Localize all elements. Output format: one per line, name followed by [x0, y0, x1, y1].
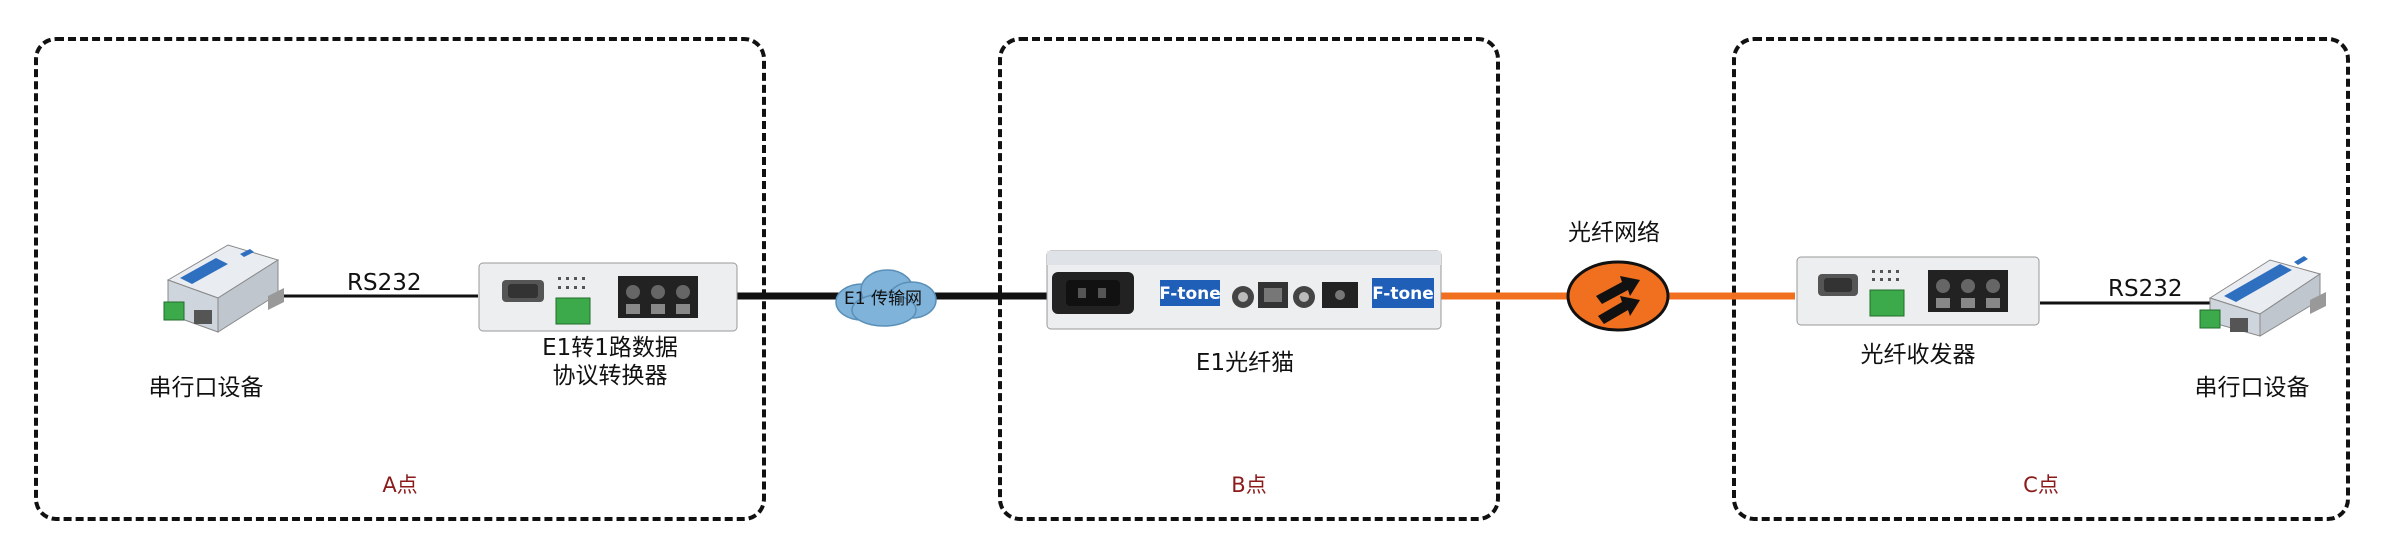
fiber-network-label: 光纤网络: [1568, 220, 1660, 246]
e1-fiber-modem-label: E1光纤猫: [1195, 350, 1295, 376]
e1-modem-brand-left: F-tone: [1159, 284, 1221, 304]
zone-c: C点: [1732, 37, 2350, 521]
zone-b: B点: [998, 37, 1500, 521]
e1-converter-label-line2: 协议转换器: [552, 363, 668, 389]
e1-modem-brand-right: F-tone: [1372, 284, 1434, 304]
e1-network-cloud-icon: [835, 269, 937, 327]
serial-device-right-image: [2199, 256, 2326, 337]
zone-a: A点: [34, 37, 766, 521]
e1-fiber-modem-image: F-tone F-tone: [1046, 250, 1442, 330]
zone-c-label: C点: [2023, 473, 2059, 497]
fiber-transceiver-label: 光纤收发器: [1860, 342, 1976, 368]
e1-network-label: E1 传输网: [844, 289, 922, 309]
e1-converter-image: [478, 262, 738, 332]
zone-b-label: B点: [1231, 473, 1267, 497]
serial-device-left-label: 串行口设备: [148, 375, 264, 401]
serial-device-left-image: [163, 244, 284, 333]
fiber-network-node-icon: [1566, 260, 1670, 332]
fiber-transceiver-image: [1796, 256, 2040, 326]
rs232-right-label: RS232: [2108, 276, 2183, 302]
zone-a-label: A点: [382, 473, 418, 497]
e1-converter-label-line1: E1转1路数据: [542, 335, 678, 361]
serial-device-right-label: 串行口设备: [2194, 375, 2310, 401]
rs232-left-label: RS232: [347, 270, 422, 296]
